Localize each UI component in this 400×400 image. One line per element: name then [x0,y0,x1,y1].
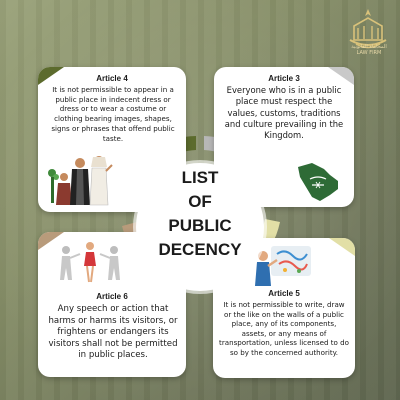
center-title-line-2: OF [188,192,212,211]
graffiti-wall-icon [255,246,311,286]
center-circle [136,163,264,291]
people-in-traditional-dress-icon [48,156,113,206]
saudi-map-icon [298,163,338,201]
logo-wordmark: المحاماة القانونية LAW FIRM [342,44,396,56]
center-title-line-1: LIST [181,168,219,187]
card-corner-accent [38,67,64,85]
card-corner-accent [329,238,355,256]
card-corner-accent [328,67,354,85]
article-3-title: Article 3 [268,74,300,83]
logo-icon [344,6,392,62]
center-title: LIST OF PUBLIC DECENCY [140,166,260,262]
article-6-text: Any speech or action that harms or harms… [48,304,178,361]
article-4-title: Article 4 [96,74,128,83]
logo-latin-text: LAW FIRM [356,50,382,56]
article-5-text: It is not permissible to write, draw or … [219,300,349,357]
harassment-scene-icon [60,242,120,283]
article-4-text: It is not permissible to appear in a pub… [51,85,175,143]
article-5-title: Article 5 [268,289,300,298]
article-6-card: Article 6 Any speech or action that harm… [38,232,186,377]
center-title-line-4: DECENCY [158,240,242,259]
article-6-title: Article 6 [96,292,128,301]
center-title-line-3: PUBLIC [168,216,232,235]
article-5-card: Article 5 It is not permissible to write… [213,238,355,378]
article-3-text: Everyone who is in a public place must r… [224,85,344,141]
card-corner-accent [38,232,64,250]
logo-arabic-text: المحاماة القانونية [351,44,387,50]
